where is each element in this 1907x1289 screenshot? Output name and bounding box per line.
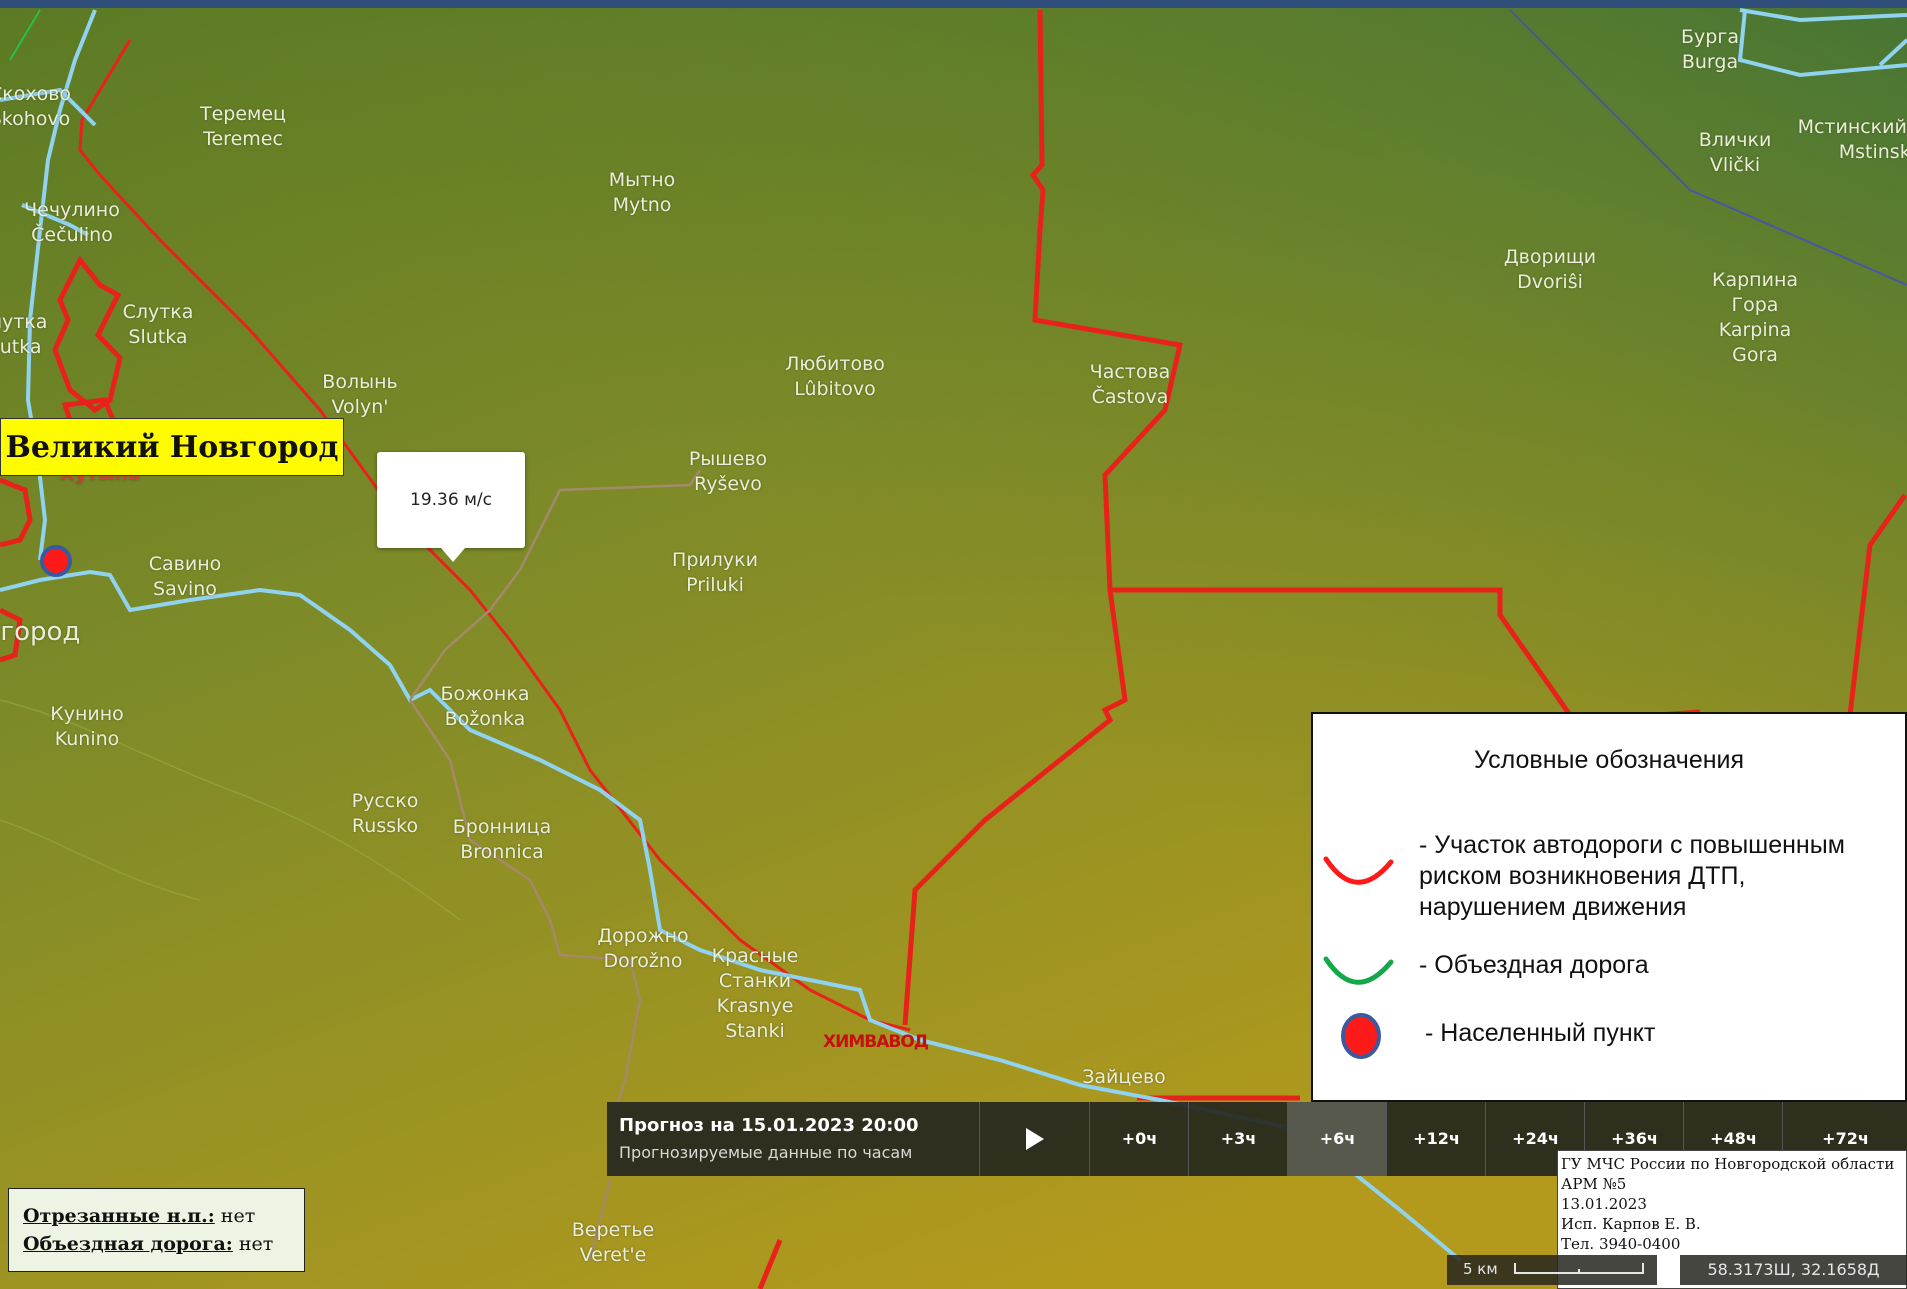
detour-status: Объездная дорога: нет: [23, 1233, 274, 1255]
play-button[interactable]: [979, 1102, 1090, 1176]
city-title: Великий Новгород: [0, 418, 344, 476]
settlement-icon: [1341, 1013, 1381, 1059]
scale-label: 5 км: [1463, 1260, 1498, 1278]
cut-off-status: Отрезанные н.п.: нет: [23, 1205, 256, 1227]
stamp-author: Исп. Карпов Е. В.: [1561, 1215, 1701, 1233]
forecast-step[interactable]: +48ч: [1683, 1102, 1783, 1176]
forecast-step[interactable]: +12ч: [1386, 1102, 1486, 1176]
forecast-step[interactable]: +0ч: [1089, 1102, 1189, 1176]
stamp-station: АРМ №5: [1561, 1175, 1627, 1193]
forecast-step-active[interactable]: +6ч: [1287, 1102, 1387, 1176]
forecast-step[interactable]: +72ч: [1782, 1102, 1907, 1176]
alert-location-label: ХИМВАВОД: [823, 1032, 929, 1052]
forecast-step[interactable]: +3ч: [1188, 1102, 1288, 1176]
risk-road-icon: [1323, 856, 1394, 885]
wind-speed-popup: 19.36 м/с: [377, 452, 525, 562]
legend-item-settlement: - Населенный пункт: [1425, 1019, 1656, 1047]
play-icon: [1026, 1128, 1044, 1150]
coordinates-readout: 58.3173Ш, 32.1658Д: [1680, 1255, 1907, 1285]
legend-item-detour: - Объездная дорога: [1419, 951, 1649, 979]
stamp-phone: Тел. 3940-0400: [1561, 1235, 1681, 1253]
forecast-info: Прогноз на 15.01.2023 20:00 Прогнозируем…: [619, 1112, 989, 1166]
legend-title: Условные обозначения: [1473, 746, 1745, 774]
place-label: Зайцево: [1082, 1066, 1166, 1088]
forecast-step[interactable]: +24ч: [1485, 1102, 1585, 1176]
map-legend: Условные обозначения - Участок автодорог…: [1311, 712, 1907, 1102]
place-label: Новгород: [0, 617, 81, 647]
stamp-date: 13.01.2023: [1561, 1195, 1647, 1213]
forecast-subtitle: Прогнозируемые данные по часам: [619, 1143, 913, 1162]
detour-road-icon: [1323, 956, 1394, 985]
status-box: Отрезанные н.п.: нет Объездная дорога: н…: [8, 1188, 305, 1272]
scale-bar: 5 км: [1447, 1255, 1657, 1285]
place-label: Мстинский МостMstinskij: [1797, 116, 1907, 163]
scale-ruler-icon: [1514, 1263, 1644, 1274]
place-label: СкоховоSkohovo: [0, 83, 72, 130]
forecast-title: Прогноз на 15.01.2023 20:00: [619, 1115, 919, 1136]
settlement-marker-icon[interactable]: [40, 545, 72, 577]
forecast-step[interactable]: +36ч: [1584, 1102, 1684, 1176]
legend-item-risk-road: - Участок автодороги с повышенным риском…: [1419, 831, 1845, 921]
stamp-org: ГУ МЧС России по Новгородской области: [1561, 1155, 1895, 1173]
district-border: [757, 9, 1907, 1289]
